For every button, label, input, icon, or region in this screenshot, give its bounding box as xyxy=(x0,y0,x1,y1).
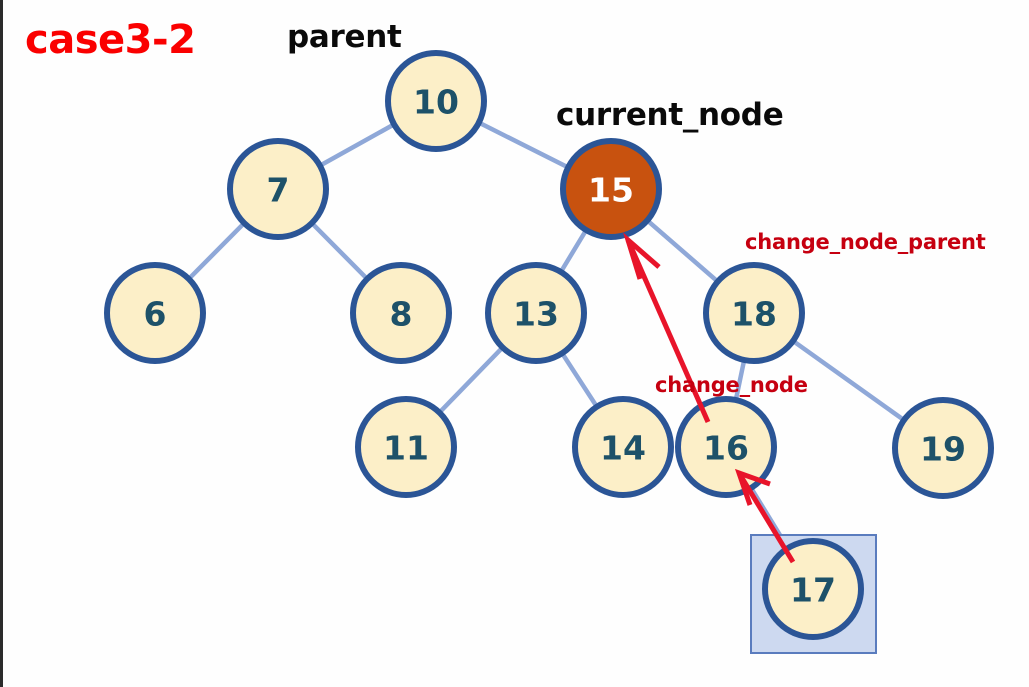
node-circle xyxy=(703,262,805,364)
node-circle xyxy=(892,397,994,499)
node-value: 8 xyxy=(390,295,413,334)
change-node-label: change_node xyxy=(655,373,808,397)
arrow-shaft xyxy=(625,238,711,424)
arrow-change-node xyxy=(734,468,796,564)
node-value: 13 xyxy=(513,295,559,334)
tree-node-7[interactable]: 7 xyxy=(227,138,329,240)
node-circle xyxy=(560,138,662,240)
tree-edge xyxy=(435,343,507,417)
tree-node-17[interactable]: 17 xyxy=(762,538,864,640)
tree-edge xyxy=(642,216,723,286)
node-circle xyxy=(675,396,777,498)
tree-node-6[interactable]: 6 xyxy=(104,262,206,364)
node-value: 10 xyxy=(413,83,459,122)
node-circle xyxy=(104,262,206,364)
tree-node-15[interactable]: 15 xyxy=(560,138,662,240)
arrow-shaft xyxy=(736,471,796,564)
node-circle xyxy=(572,396,674,498)
tree-node-14[interactable]: 14 xyxy=(572,396,674,498)
tree-node-10[interactable]: 10 xyxy=(385,50,487,152)
node-value: 6 xyxy=(144,295,167,334)
node-value: 17 xyxy=(790,571,836,610)
tree-node-8[interactable]: 8 xyxy=(350,262,452,364)
node-value: 18 xyxy=(731,295,777,334)
tree-node-16[interactable]: 16 xyxy=(675,396,777,498)
node-circle xyxy=(227,138,329,240)
change-node-parent-label: change_node_parent xyxy=(745,230,986,254)
tree-node-11[interactable]: 11 xyxy=(355,396,457,498)
tree-edges-layer xyxy=(184,118,909,553)
tree-node-18[interactable]: 18 xyxy=(703,262,805,364)
node-circle xyxy=(350,262,452,364)
tree-edge xyxy=(184,218,249,284)
node-value: 11 xyxy=(383,429,429,468)
node-circle xyxy=(385,50,487,152)
tree-edge xyxy=(473,118,574,172)
node-circle xyxy=(485,262,587,364)
node-value: 7 xyxy=(267,171,290,210)
tree-edge xyxy=(732,354,748,406)
node-circle xyxy=(355,396,457,498)
arrow-head-icon xyxy=(734,468,771,506)
node-value: 19 xyxy=(920,430,966,469)
tree-edge xyxy=(788,336,909,425)
tree-nodes-layer: 10 7 15 6 8 13 18 11 14 16 19 17 xyxy=(104,50,994,640)
arrow-change-node-parent xyxy=(623,232,711,424)
annotation-arrows-layer xyxy=(623,232,796,564)
diagram-title: case3-2 xyxy=(25,17,196,63)
arrow-head-icon xyxy=(623,232,661,280)
parent-pointer-label: parent xyxy=(287,19,402,55)
current-node-pointer-label: current_node xyxy=(556,97,784,133)
node-value: 16 xyxy=(703,429,749,468)
node-circle xyxy=(762,538,864,640)
tree-node-13[interactable]: 13 xyxy=(485,262,587,364)
tree-edge xyxy=(315,120,399,170)
tree-edge xyxy=(557,225,590,277)
node-value: 14 xyxy=(600,429,646,468)
tree-edge xyxy=(558,348,601,412)
tree-edge xyxy=(307,218,372,284)
tree-node-19[interactable]: 19 xyxy=(892,397,994,499)
node-value: 15 xyxy=(588,171,634,210)
